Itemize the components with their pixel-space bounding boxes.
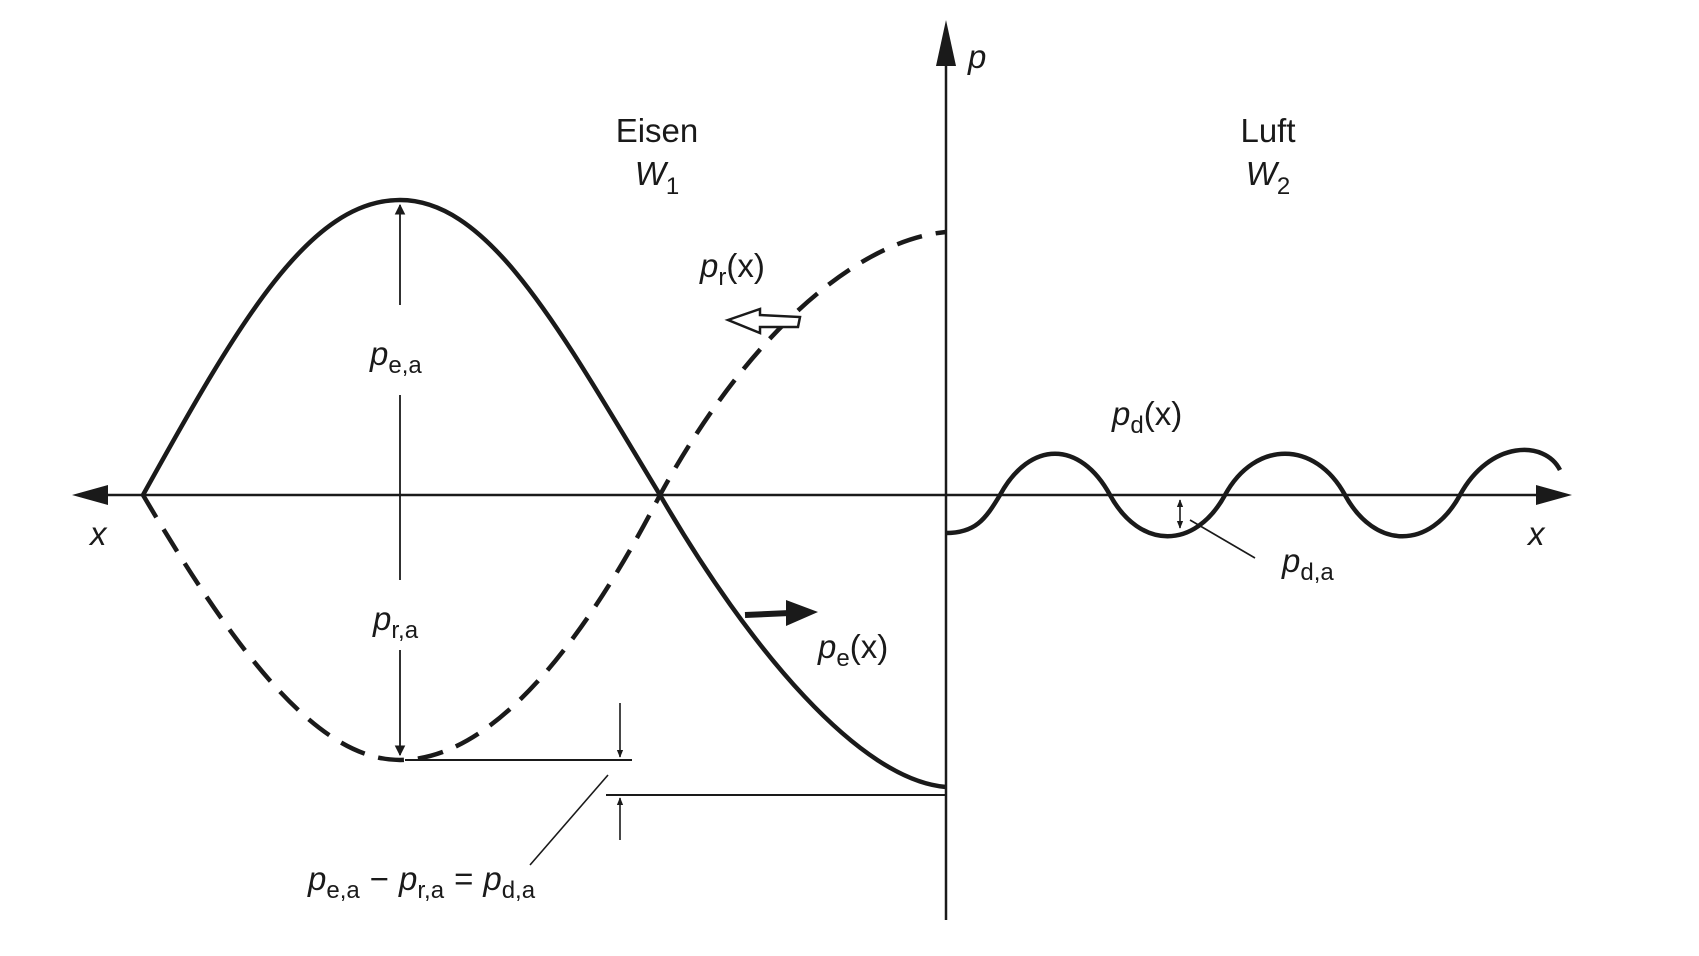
impedance-index: 1 (666, 173, 679, 200)
transmitted-wave-curve-main (945, 447, 1563, 539)
curve-symbol: p (1111, 395, 1130, 432)
reflected-direction-arrow (724, 307, 802, 335)
p-axis-label: p (967, 38, 986, 75)
curve-index: e (836, 645, 849, 672)
amplitude-symbol: p (372, 600, 391, 637)
amplitude-index: r,a (391, 617, 418, 644)
amplitude-relation-equation: pe,a−pr,a=pd,a (307, 860, 536, 904)
reflected-wave-label: pr(x) (699, 247, 765, 291)
relation-minus: − (370, 860, 389, 897)
relation-term2-index: r,a (417, 877, 444, 904)
transmitted-amplitude-leader (1189, 519, 1256, 559)
incident-wave-label: pe(x) (817, 628, 888, 672)
curve-arg: (x) (1144, 395, 1182, 432)
difference-leader (529, 774, 609, 866)
x-axis-left-arrowhead (72, 485, 108, 505)
region-left-material: Eisen (616, 112, 699, 149)
incident-direction-arrowhead (786, 600, 818, 626)
amplitude-symbol: p (1281, 542, 1300, 579)
transmitted-amplitude-label: pd,a (1281, 542, 1334, 586)
curve-index: d (1130, 412, 1143, 439)
impedance-symbol: W (1246, 155, 1280, 192)
amplitude-index: e,a (388, 352, 422, 379)
impedance-symbol: W (635, 155, 669, 192)
p-axis-arrowhead (936, 20, 956, 66)
impedance-index: 2 (1277, 173, 1290, 200)
region-right-impedance: W2 (1246, 155, 1291, 200)
relation-term1-symbol: p (307, 860, 326, 897)
relation-term3-symbol: p (482, 860, 501, 897)
x-axis-right-arrowhead (1536, 485, 1572, 505)
transmitted-wave-label: pd(x) (1111, 395, 1182, 439)
curve-index: r (718, 264, 726, 291)
x-axis-right-label: x (1526, 515, 1546, 552)
amplitude-symbol: p (369, 335, 388, 372)
reflected-amplitude-label: pr,a (372, 600, 419, 644)
curve-arg: (x) (850, 628, 888, 665)
curve-symbol: p (817, 628, 836, 665)
x-axis-left-label: x (88, 515, 108, 552)
relation-equals: = (454, 860, 473, 897)
relation-term2-symbol: p (398, 860, 417, 897)
amplitude-index: d,a (1300, 559, 1334, 586)
curve-symbol: p (699, 247, 718, 284)
region-right-material: Luft (1240, 112, 1295, 149)
incident-amplitude-label: pe,a (369, 335, 422, 379)
curve-arg: (x) (726, 247, 764, 284)
incident-wave-curve (141, 197, 947, 790)
relation-term1-index: e,a (326, 877, 360, 904)
region-left-impedance: W1 (635, 155, 680, 200)
relation-term3-index: d,a (502, 877, 536, 904)
incident-direction-arrow (744, 610, 791, 618)
reflected-wave-curve (141, 229, 947, 763)
